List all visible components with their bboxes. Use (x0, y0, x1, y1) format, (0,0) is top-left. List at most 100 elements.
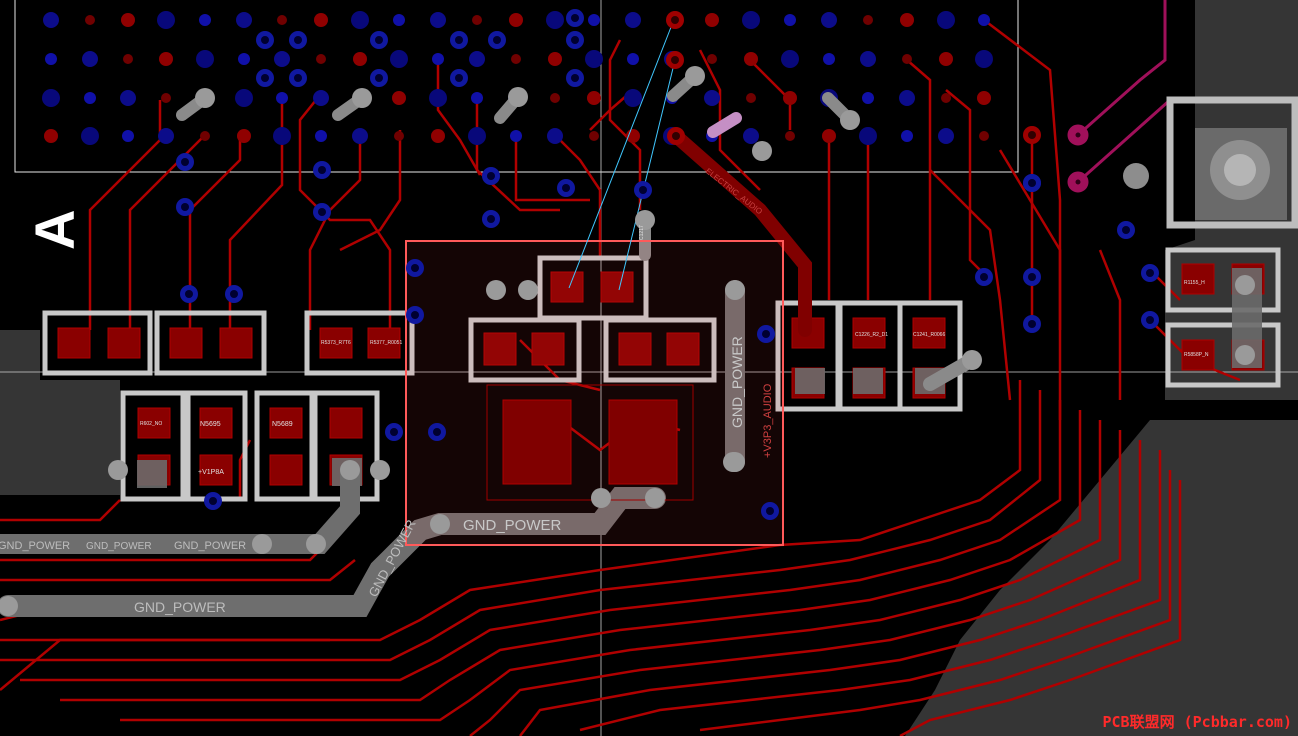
gnd-via (840, 110, 860, 130)
bga-pad (979, 131, 989, 141)
via-hole (1028, 320, 1036, 328)
res-footprint-pad (199, 407, 233, 439)
bga-ball (196, 50, 214, 68)
via-hole (318, 166, 326, 174)
res-footprint-outline (254, 390, 315, 502)
bga-pad (511, 54, 521, 64)
selection-box[interactable] (405, 240, 784, 546)
signal-via-hole (671, 16, 679, 24)
gnd-via (306, 534, 326, 554)
label-c-right2: C1241_R0066 (913, 332, 945, 338)
bga-ball (588, 14, 600, 26)
copper-trace (339, 130, 402, 252)
res-footprint-outline (1165, 322, 1281, 388)
via-hole (185, 290, 193, 298)
cap-footprint-pad (531, 332, 565, 366)
gnd-via (1235, 275, 1255, 295)
via-hole (1122, 226, 1130, 234)
copper-trace (469, 430, 1122, 736)
gnd-via (962, 350, 982, 370)
bga-pad (44, 129, 58, 143)
bga-pad (431, 129, 445, 143)
inductor-pad-left (502, 399, 572, 485)
cap-footprint-outline (468, 317, 582, 383)
cap-footprint-outline (537, 255, 649, 321)
via-hole (455, 74, 463, 82)
bga-ball (429, 89, 447, 107)
signal-via-hole (672, 132, 680, 140)
copper-trace (514, 135, 590, 202)
cap-footprint-outline (897, 300, 963, 412)
cap-footprint-pad (600, 271, 634, 303)
connector-pad-top-right (1123, 96, 1298, 229)
electric-audio-trace (669, 129, 812, 337)
copper-trace (88, 100, 162, 330)
bga-via-array (42, 11, 993, 145)
signal-via-hole (1028, 131, 1036, 139)
bga-ball (823, 53, 835, 65)
cap-footprint-pad (169, 327, 203, 359)
bga-ball (468, 127, 486, 145)
via-layer (0, 9, 1255, 616)
cap-footprint-pad (618, 332, 652, 366)
bga-pad (977, 91, 991, 105)
bga-ball (43, 12, 59, 28)
bga-ball (938, 128, 954, 144)
via-hole (294, 74, 302, 82)
label-n5689: N5689 (272, 421, 293, 428)
copper-trace (0, 390, 1042, 662)
via-hole (562, 184, 570, 192)
bga-ball (821, 12, 837, 28)
via-hole (455, 36, 463, 44)
ratsnest-lines (568, 21, 676, 291)
res-footprint-outline (1165, 247, 1281, 313)
bga-ball (430, 12, 446, 28)
bga-ball (859, 127, 877, 145)
cap-footprint-pad (550, 271, 584, 303)
via-hole (571, 14, 579, 22)
gnd-via (108, 460, 128, 480)
res-footprint-pad (269, 407, 303, 439)
gnd-via (252, 534, 272, 554)
via-hole (411, 264, 419, 272)
copper-trace (0, 499, 121, 522)
bga-ball (315, 130, 327, 142)
bga-ball (158, 128, 174, 144)
bga-pad (589, 131, 599, 141)
bga-pad (941, 93, 951, 103)
copper-trace (0, 638, 330, 691)
cap-footprint-pad (483, 332, 517, 366)
net-label-gnd-left-1: GND_POWER (0, 540, 70, 552)
copper-trace (519, 440, 1142, 736)
label-c-right1: C1226_R2_D1 (855, 332, 888, 338)
cap-footprint-pad (367, 327, 401, 359)
bga-pad (822, 129, 836, 143)
bga-pad (785, 131, 795, 141)
copper-trace (929, 169, 1012, 401)
cap-footprint-pad (219, 327, 253, 359)
bga-pad (746, 93, 756, 103)
bga-ball (393, 14, 405, 26)
bga-ball (199, 14, 211, 26)
bga-pad (939, 52, 953, 66)
bga-ball (432, 53, 444, 65)
via-hole (375, 36, 383, 44)
via-hole (487, 172, 495, 180)
bga-pad (353, 52, 367, 66)
copper-trace (120, 420, 1102, 722)
bga-pad (159, 52, 173, 66)
bga-ball (978, 14, 990, 26)
cap-footprint-outline (603, 317, 717, 383)
bga-ball (238, 53, 250, 65)
bga-ball (743, 128, 759, 144)
gray-pad (795, 368, 825, 394)
gray-pad (853, 368, 883, 394)
res-footprint-pad (199, 454, 233, 486)
via-hole (493, 36, 501, 44)
bga-ball (122, 130, 134, 142)
label-far-right2: R5858P_N (1184, 352, 1209, 358)
net-label-gnd-vertical: GND_POWER (729, 336, 745, 428)
copper-trace (899, 480, 1182, 736)
res-footprint-pad (137, 407, 171, 439)
